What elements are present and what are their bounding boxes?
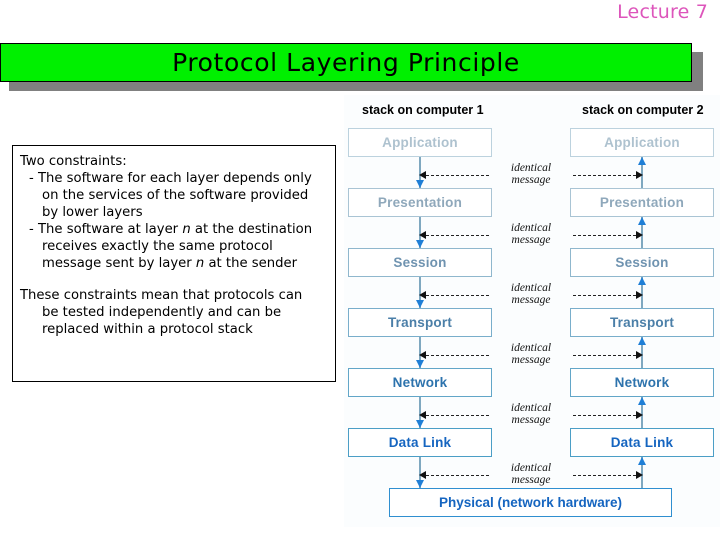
constraint-line: on the services of the software provided <box>42 188 309 203</box>
layer-box-right-network[interactable]: Network <box>570 368 714 397</box>
layer-box-right-presentation[interactable]: Presentation <box>570 188 714 217</box>
constraint-line: message sent by layer n at the sender <box>42 256 298 271</box>
arrow-down-icon <box>415 240 424 248</box>
dashed-arrow-right-icon <box>636 471 643 479</box>
constraints-text-box: Two constraints: - The software for each … <box>12 145 336 382</box>
text-spacer <box>20 272 329 287</box>
dashed-connector-left <box>426 174 489 176</box>
layer-label: Presentation <box>599 195 685 210</box>
dashed-arrow-right-icon <box>636 411 643 419</box>
dashed-connector-right <box>573 174 636 176</box>
dashed-connector-left <box>426 294 489 296</box>
constraint-line: - The software at layer n at the destina… <box>29 222 313 237</box>
constraint-line: replaced within a protocol stack <box>42 322 253 337</box>
dashed-connector-left <box>426 474 489 476</box>
layer-label: Network <box>614 375 670 390</box>
layer-label: Data Link <box>388 435 452 450</box>
constraint-line: Two constraints: <box>20 154 127 169</box>
dashed-arrow-left-icon <box>419 231 426 239</box>
layer-label: Application <box>604 135 680 150</box>
lecture-label: Lecture 7 <box>617 1 708 23</box>
arrow-down-icon <box>415 300 424 308</box>
layer-box-left-network[interactable]: Network <box>348 368 492 397</box>
arrow-up-icon <box>637 157 646 165</box>
layer-box-left-application[interactable]: Application <box>348 128 492 157</box>
dashed-connector-left <box>426 354 489 356</box>
layer-box-physical[interactable]: Physical (network hardware) <box>389 488 672 517</box>
layer-label: Physical (network hardware) <box>438 495 623 510</box>
constraint-line: These constraints mean that protocols ca… <box>20 288 303 303</box>
layer-label: Transport <box>609 315 675 330</box>
title-banner: Protocol Layering Principle <box>0 43 692 82</box>
constraint-line: by lower layers <box>42 205 143 220</box>
protocol-stack-diagram: stack on computer 1 stack on computer 2 … <box>344 95 720 527</box>
dashed-arrow-left-icon <box>419 411 426 419</box>
layer-label: Transport <box>387 315 453 330</box>
dashed-connector-left <box>426 414 489 416</box>
layer-label: Presentation <box>377 195 463 210</box>
layer-box-left-session[interactable]: Session <box>348 248 492 277</box>
page-title: Protocol Layering Principle <box>172 48 520 77</box>
dashed-connector-right <box>573 474 636 476</box>
dashed-arrow-left-icon <box>419 471 426 479</box>
layer-box-right-transport[interactable]: Transport <box>570 308 714 337</box>
arrow-down-icon <box>415 480 424 488</box>
arrow-down-icon <box>415 420 424 428</box>
slide-title-banner: Protocol Layering Principle <box>0 43 704 91</box>
arrow-up-icon <box>637 277 646 285</box>
arrow-down-icon <box>415 180 424 188</box>
dashed-connector-left <box>426 234 489 236</box>
dashed-arrow-right-icon <box>636 291 643 299</box>
arrow-up-icon <box>637 457 646 465</box>
layer-box-left-transport[interactable]: Transport <box>348 308 492 337</box>
layer-box-right-application[interactable]: Application <box>570 128 714 157</box>
layer-label: Application <box>382 135 458 150</box>
arrow-up-icon <box>637 217 646 225</box>
constraint-line: - The software for each layer depends on… <box>29 171 312 186</box>
dashed-connector-right <box>573 294 636 296</box>
layer-box-left-data-link[interactable]: Data Link <box>348 428 492 457</box>
constraint-line: be tested independently and can be <box>42 305 282 320</box>
stack-header-computer-1: stack on computer 1 <box>362 103 484 117</box>
dashed-arrow-right-icon <box>636 231 643 239</box>
layer-box-left-presentation[interactable]: Presentation <box>348 188 492 217</box>
layer-label: Data Link <box>610 435 674 450</box>
dashed-arrow-left-icon <box>419 291 426 299</box>
constraint-line: receives exactly the same protocol <box>42 239 273 254</box>
dashed-arrow-right-icon <box>636 171 643 179</box>
stack-header-computer-2: stack on computer 2 <box>582 103 704 117</box>
layer-box-right-data-link[interactable]: Data Link <box>570 428 714 457</box>
layer-label: Network <box>392 375 448 390</box>
dashed-arrow-left-icon <box>419 171 426 179</box>
arrow-down-icon <box>415 360 424 368</box>
layer-box-right-session[interactable]: Session <box>570 248 714 277</box>
layer-label: Session <box>615 255 669 270</box>
dashed-connector-right <box>573 354 636 356</box>
dashed-connector-right <box>573 234 636 236</box>
layer-label: Session <box>393 255 447 270</box>
arrow-up-icon <box>637 337 646 345</box>
dashed-connector-right <box>573 414 636 416</box>
dashed-arrow-left-icon <box>419 351 426 359</box>
arrow-up-icon <box>637 397 646 405</box>
dashed-arrow-right-icon <box>636 351 643 359</box>
